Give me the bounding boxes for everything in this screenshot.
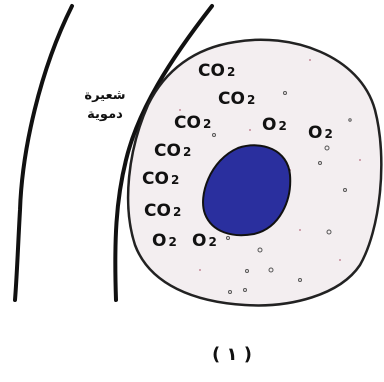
capillary-label-line1: شعيرة	[70, 86, 140, 105]
capillary-left-wall	[15, 6, 72, 300]
figure-number: ( ١ )	[212, 344, 252, 365]
capillary-label-line2: دموية	[70, 105, 140, 124]
capillary-label: شعيرة دموية	[70, 86, 140, 124]
